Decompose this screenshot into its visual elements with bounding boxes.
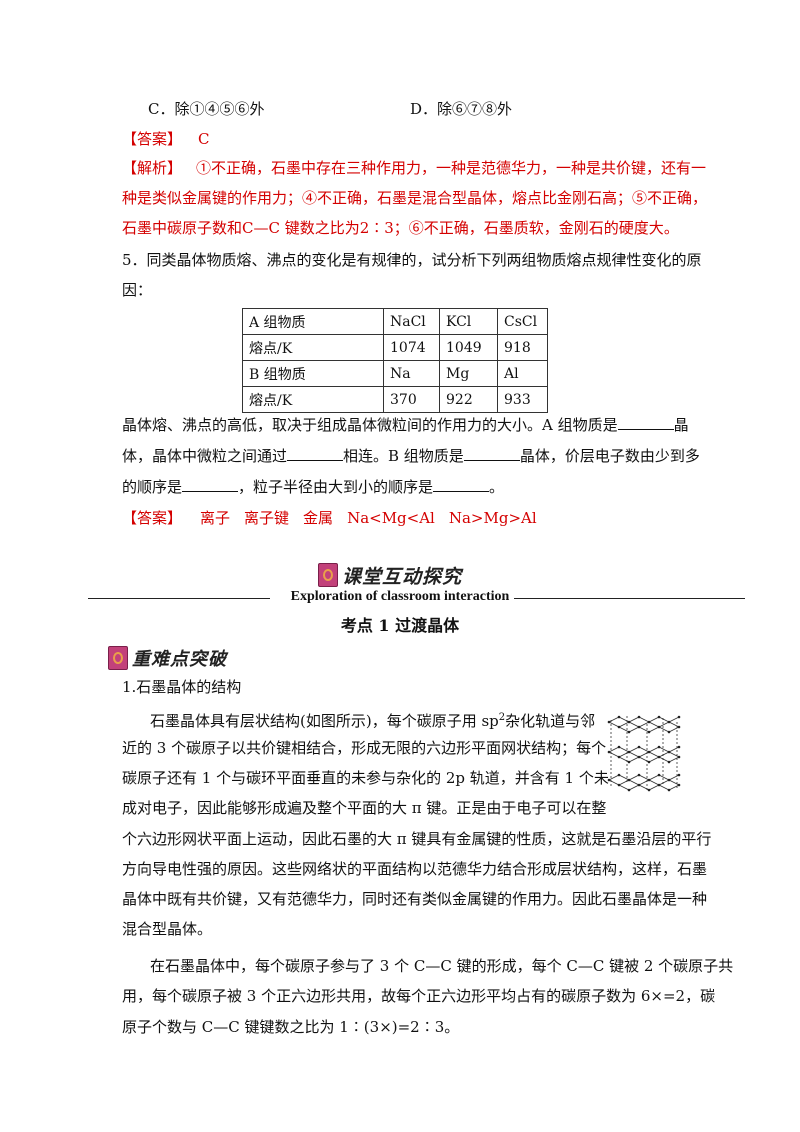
section-title: 考点 1 过渡晶体 (340, 616, 460, 635)
paragraph-line: 近的 3 个碳原子以共价键相结合，形成无限的六边形平面网状结构；每个 (122, 739, 607, 757)
q5-stem-2: 因： (122, 281, 153, 299)
paragraph-line: 用，每个碳原子被 3 个正六边形共用，故每个正六边形平均占有的碳原子数为 6×=… (122, 987, 716, 1005)
banner-title: 课堂互动探究 (342, 565, 463, 588)
graphite-structure-figure (607, 715, 681, 792)
analysis-tag: 【解析】 (122, 159, 183, 177)
paragraph-line: 在石墨晶体中，每个碳原子参与了 3 个 C—C 键的形成，每个 C—C 键被 2… (150, 957, 734, 975)
q5-fill-line-3: 的顺序是，粒子半径由大到小的顺序是。 (122, 477, 505, 496)
book-icon (318, 563, 338, 587)
paragraph-line: 个六边形网状平面上运动，因此石墨的大 π 键具有金属键的性质，这就是石墨沿层的平… (122, 830, 712, 848)
paragraph-line: 混合型晶体。 (122, 920, 213, 938)
blank (182, 477, 239, 492)
q5-fill-line-1: 晶体熔、沸点的高低，取决于组成晶体微粒间的作用力的大小。A 组物质是晶 (122, 415, 689, 434)
melting-point-table: A 组物质 NaCl KCl CsCl 熔点/K 1074 1049 918 B… (242, 308, 548, 413)
paragraph-line: 方向导电性强的原因。这些网络状的平面结构以范德华力结合形成层状结构，这样，石墨 (122, 860, 708, 878)
banner-subtitle: Exploration of classroom interaction (0, 589, 800, 605)
answer-value: C (198, 130, 210, 148)
table-row: A 组物质 NaCl KCl CsCl (242, 308, 548, 335)
q4-answer: 【答案】 C (122, 129, 210, 149)
blank (433, 477, 490, 492)
subsection-header: 重难点突破 (108, 645, 227, 671)
divider-right (510, 598, 745, 599)
analysis-line-3: 石墨中碳原子数和C—C 键数之比为2∶3；⑥不正确，石墨质软，金刚石的硬度大。 (122, 219, 679, 237)
analysis-line-1: 【解析】①不正确，石墨中存在三种作用力，一种是范德华力，一种是共价键，还有一 (122, 159, 707, 177)
paragraph-line: 石墨晶体具有层状结构(如图所示)，每个碳原子用 sp2杂化轨道与邻 (150, 712, 596, 730)
paragraph-line: 晶体中既有共价键，又有范德华力，同时还有类似金属键的作用力。因此石墨晶体是一种 (122, 890, 708, 908)
book-icon (108, 646, 128, 670)
blank (287, 446, 344, 461)
subsection-title: 重难点突破 (132, 649, 227, 670)
table-row: 熔点/K 370 922 933 (242, 386, 548, 413)
answer-tag: 【答案】 (122, 509, 183, 527)
analysis-line-2: 种是类似金属键的作用力；④不正确，石墨是混合型晶体，熔点比金刚石高；⑤不正确， (122, 189, 708, 207)
paragraph-line: 碳原子还有 1 个与碳环平面垂直的未参与杂化的 2p 轨道，并含有 1 个未 (122, 769, 609, 787)
paragraph-line: 成对电子，因此能够形成遍及整个平面的大 π 键。正是由于电子可以在整 (122, 799, 607, 817)
option-d: D．除⑥⑦⑧外 (410, 100, 513, 118)
topic-heading: 1.石墨晶体的结构 (122, 678, 242, 696)
paragraph-line: 原子个数与 C—C 键键数之比为 1∶(3×)=2∶3。 (122, 1018, 460, 1036)
option-c: C．除①④⑤⑥外 (148, 100, 265, 118)
blank (617, 415, 674, 430)
table-row: B 组物质 Na Mg Al (242, 360, 548, 387)
divider-left (88, 598, 270, 599)
blank (463, 446, 520, 461)
section-banner: 课堂互动探究 (318, 562, 462, 588)
q5-stem-1: 5．同类晶体物质熔、沸点的变化是有规律的，试分析下列两组物质熔点规律性变化的原 (122, 251, 702, 269)
answer-tag: 【答案】 (122, 130, 183, 148)
q5-fill-line-2: 体，晶体中微粒之间通过相连。B 组物质是晶体，价层电子数由少到多 (122, 446, 700, 465)
table-row: 熔点/K 1074 1049 918 (242, 334, 548, 361)
